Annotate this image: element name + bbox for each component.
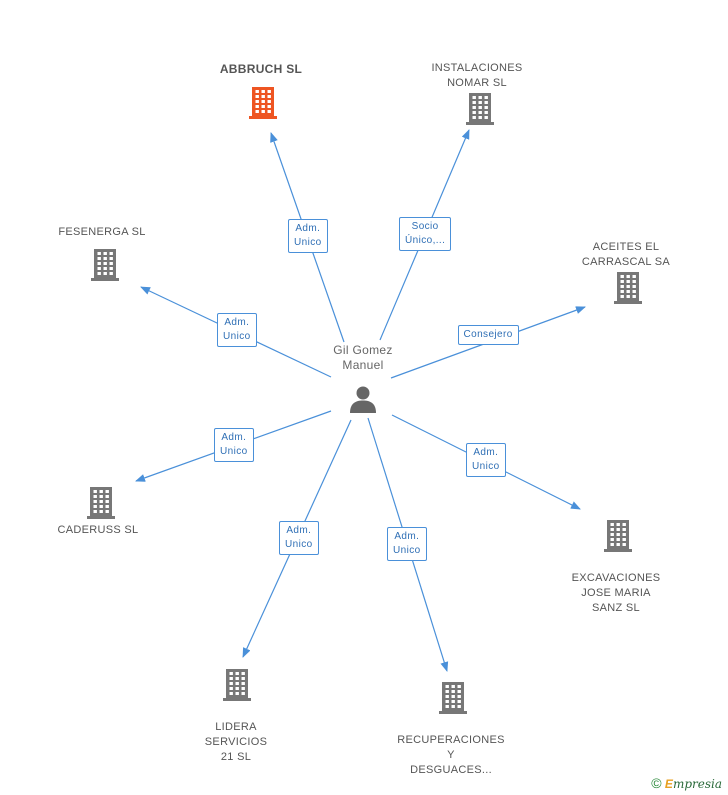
- company-label-fesenerga[interactable]: FESENERGA SL: [58, 226, 146, 238]
- edge-role-label[interactable]: Adm. Unico: [387, 527, 427, 561]
- brand-name: mpresia: [672, 777, 722, 791]
- company-label-recuperaciones[interactable]: RECUPERACIONES Y DESGUACES...: [397, 734, 505, 776]
- edge-role-label[interactable]: Adm. Unico: [466, 443, 506, 477]
- building-icon[interactable]: [221, 667, 253, 706]
- person-icon[interactable]: [348, 384, 378, 419]
- footer-brand: © Empresia: [651, 775, 722, 791]
- company-label-nomar[interactable]: INSTALACIONES NOMAR SL: [431, 62, 523, 89]
- edge-role-label[interactable]: Consejero: [457, 325, 519, 345]
- company-label-abbruch[interactable]: ABBRUCH SL: [219, 62, 303, 76]
- edge-role-label[interactable]: Adm. Unico: [279, 521, 319, 555]
- building-icon[interactable]: [89, 247, 121, 286]
- building-icon[interactable]: [85, 485, 117, 524]
- building-icon[interactable]: [464, 91, 496, 130]
- company-label-excavaciones[interactable]: EXCAVACIONES JOSE MARIA SANZ SL: [571, 572, 661, 614]
- building-icon[interactable]: [612, 270, 644, 309]
- copyright-symbol: ©: [651, 775, 662, 791]
- center-person-name[interactable]: Gil Gomez Manuel: [333, 343, 393, 372]
- company-label-aceites[interactable]: ACEITES EL CARRASCAL SA: [581, 241, 671, 268]
- brand-initial: E: [664, 777, 673, 791]
- building-icon[interactable]: [437, 680, 469, 719]
- company-label-lidera[interactable]: LIDERA SERVICIOS 21 SL: [204, 721, 268, 763]
- company-label-caderuss[interactable]: CADERUSS SL: [57, 524, 139, 536]
- edge-role-label[interactable]: Socio Único,...: [399, 217, 452, 251]
- edge-role-label[interactable]: Adm. Unico: [288, 219, 328, 253]
- building-icon[interactable]: [602, 518, 634, 557]
- edge-role-label[interactable]: Adm. Unico: [214, 428, 254, 462]
- edge-role-label[interactable]: Adm. Unico: [217, 313, 257, 347]
- building-icon[interactable]: [247, 85, 279, 124]
